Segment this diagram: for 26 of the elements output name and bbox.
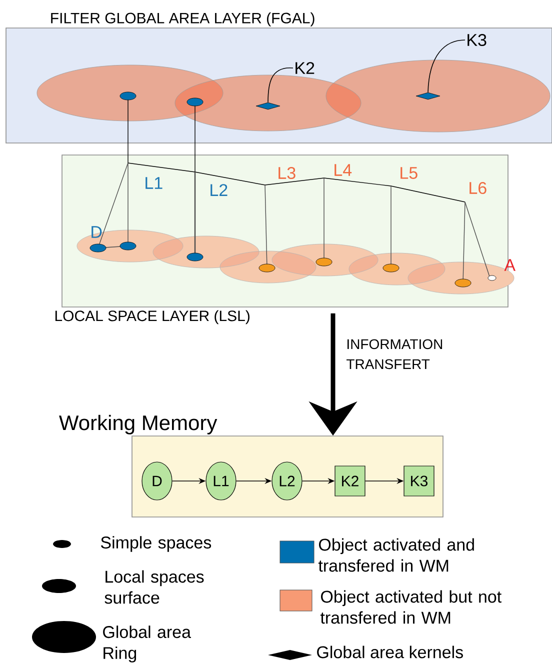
- space-label: A: [504, 259, 516, 271]
- space-label: L5: [400, 167, 418, 179]
- kernel-label: K3: [468, 34, 486, 46]
- node-label: Working Memory: [59, 414, 218, 434]
- kernel-diamond: [416, 92, 440, 100]
- legend-text: Global area Ring: [103, 626, 192, 662]
- legend-text: Simple spaces: [100, 536, 212, 552]
- legend-text: Object activated and transfered in WM: [318, 538, 474, 572]
- space-label: L6: [470, 182, 486, 194]
- node-label: LOCAL SPACE LAYER (LSL): [55, 310, 250, 324]
- legend-text: Global area kernels: [317, 646, 463, 658]
- kernel-label: K2: [296, 62, 314, 74]
- space-label: L3: [278, 166, 296, 180]
- edge-label: INFORMATION TRANSFERT: [346, 339, 442, 370]
- space-label: L4: [334, 164, 352, 176]
- leader-line: [428, 40, 466, 93]
- space-label: L1: [146, 177, 162, 189]
- legend-text: Local spaces surface: [104, 570, 204, 604]
- space-label: L2: [210, 184, 228, 196]
- memory-square: K3: [404, 466, 434, 496]
- leader-line: [268, 68, 294, 103]
- node-label: FILTER GLOBAL AREA LAYER (FGAL): [51, 12, 314, 26]
- memory-square: K2: [334, 466, 366, 496]
- legend-text: Object activated but not transfered in WM: [320, 590, 502, 624]
- space-label: D: [92, 226, 102, 238]
- kernel-diamond: [256, 102, 280, 110]
